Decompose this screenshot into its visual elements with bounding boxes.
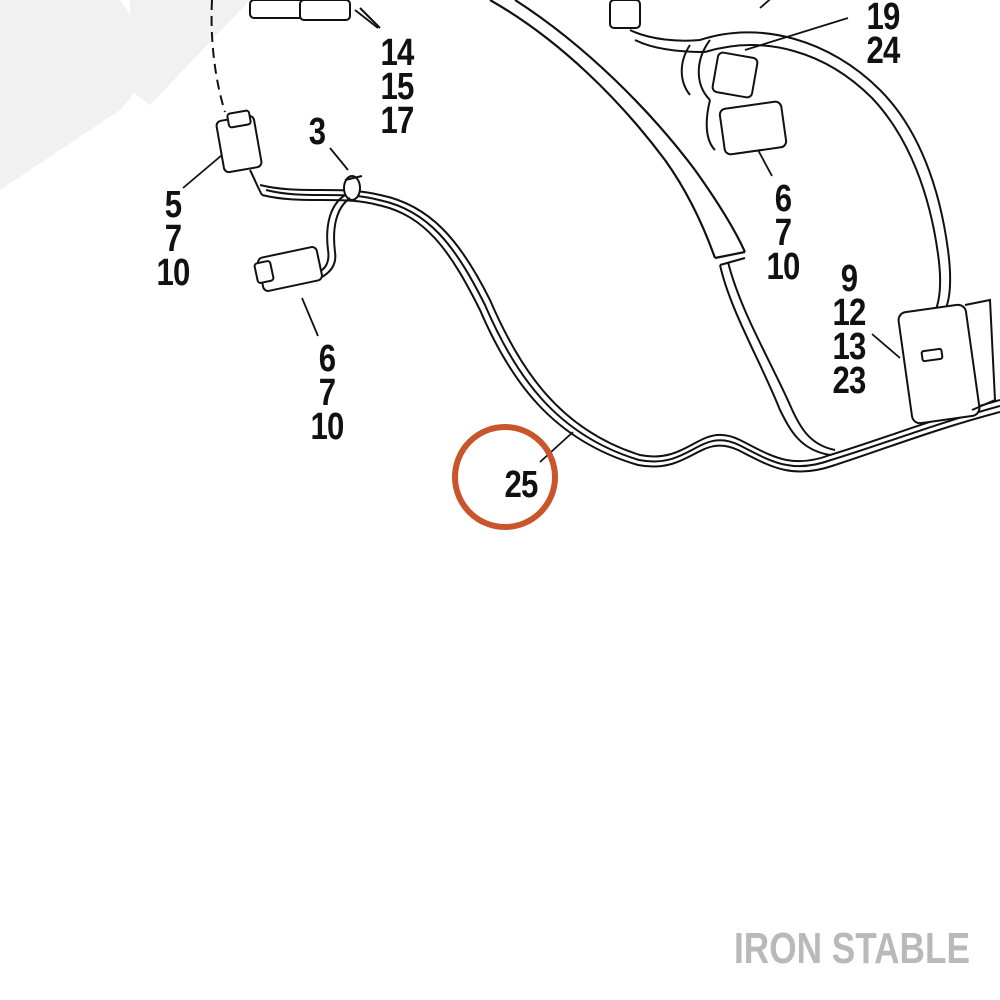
main-harness-bundle (259, 184, 1000, 473)
callout-5-7-10: 5 7 10 (156, 184, 190, 294)
right-harness-branch (629, 29, 952, 456)
leader-lines (182, 0, 901, 463)
callout-25: 25 (504, 464, 538, 506)
callout-14-15-17: 14 15 17 (380, 32, 414, 142)
fender-outline (489, 0, 747, 267)
highlight-circle (452, 424, 558, 530)
connector-right-upper (609, 0, 788, 156)
connector-left-lower (253, 194, 351, 292)
zip-tie (343, 175, 363, 201)
connector-left-upper (215, 109, 263, 196)
callout-6-7-10-right: 6 7 10 (766, 178, 800, 288)
callout-9-12-13-23: 9 12 13 23 (832, 258, 866, 402)
background-watermark-shape (0, 0, 250, 190)
dashed-lead-line (210, 0, 226, 113)
connector-right-large (897, 298, 997, 425)
callout-6-7-10-left: 6 7 10 (310, 338, 344, 448)
watermark-text: IRON STABLE (734, 924, 970, 973)
connector-top-center (249, 0, 381, 29)
callout-3: 3 (308, 111, 326, 153)
callout-19-24: 19 24 (866, 0, 900, 72)
